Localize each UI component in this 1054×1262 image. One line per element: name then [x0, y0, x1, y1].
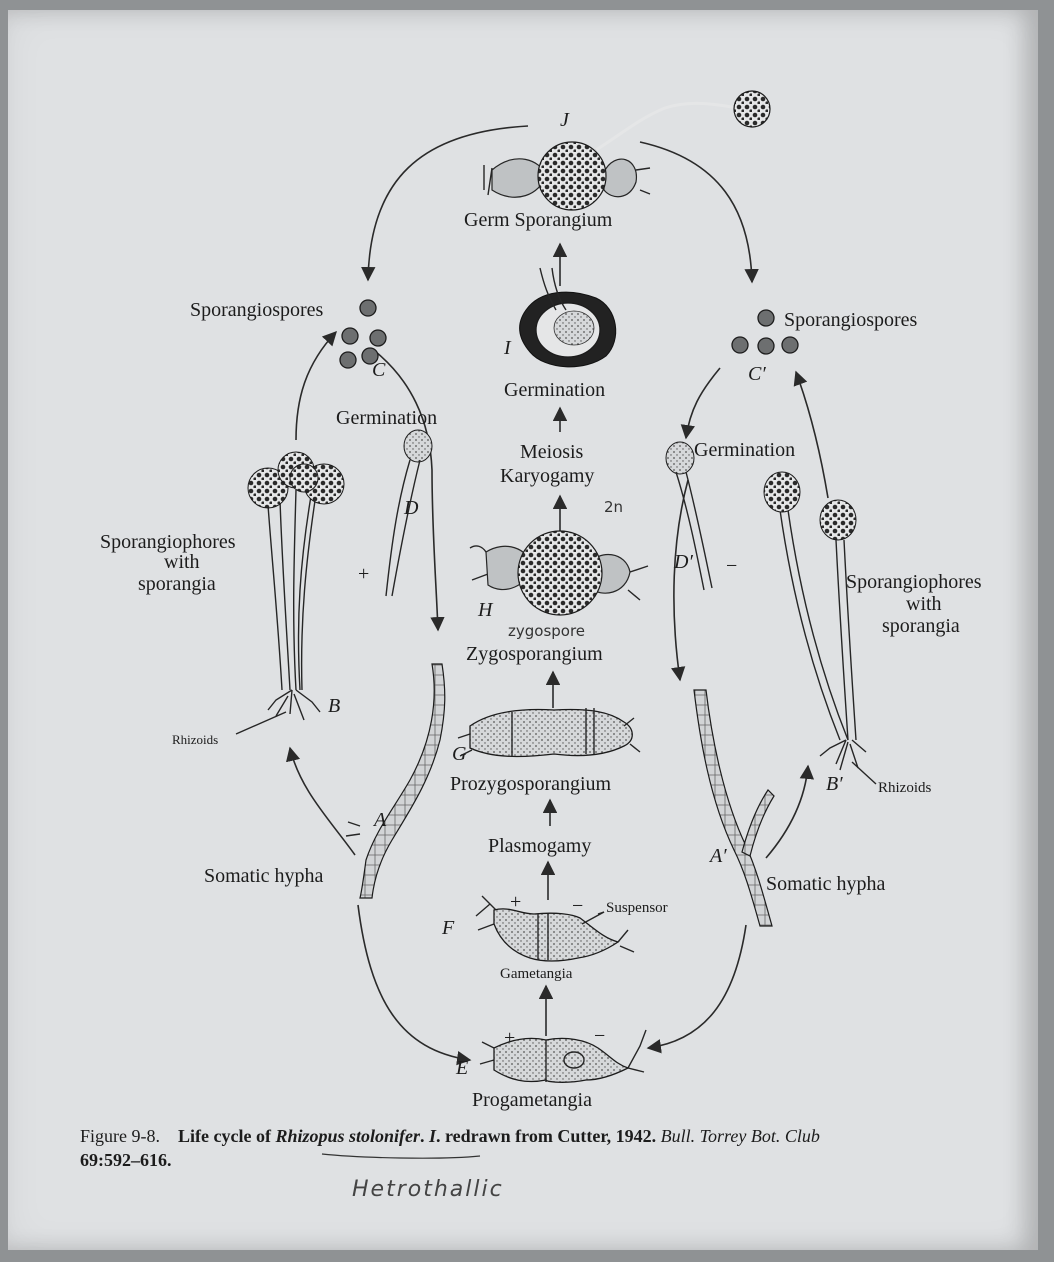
- label-plasmogamy: Plasmogamy: [488, 835, 591, 857]
- handwritten-zygospore: zygospore: [508, 622, 585, 640]
- label-germination-right: Germination: [694, 439, 795, 461]
- label-germination-left: Germination: [336, 407, 437, 429]
- label-germ-sporangium: Germ Sporangium: [464, 209, 613, 231]
- stage-letter-G: G: [452, 743, 467, 765]
- label-rhizoids-left: Rhizoids: [172, 732, 218, 747]
- germinating-zygospore-drawing: [520, 268, 616, 367]
- caption-citation: 69:592–616.: [80, 1150, 172, 1170]
- stage-letter-J: J: [560, 109, 570, 131]
- sign-F-plus: +: [510, 891, 521, 913]
- sporangiospores-left-drawing: [340, 300, 386, 368]
- label-sporangiophores-left-1: Sporangiophores: [100, 531, 236, 553]
- label-sporangiophores-right-2: with: [906, 593, 942, 615]
- label-zygosporangium: Zygosporangium: [466, 643, 603, 665]
- stage-letter-D: D: [403, 497, 419, 519]
- label-somatic-hypha-left: Somatic hypha: [204, 865, 324, 887]
- figure-caption: Figure 9-8. Life cycle of Rhizopus stolo…: [80, 1126, 820, 1202]
- stage-letter-C-prime: C′: [748, 363, 766, 385]
- stage-letter-F: F: [441, 917, 455, 939]
- label-germination-center: Germination: [504, 379, 605, 401]
- label-somatic-hypha-right: Somatic hypha: [766, 873, 886, 895]
- sign-D-plus: +: [358, 563, 369, 585]
- caption-figure-label: Figure 9-8.: [80, 1126, 160, 1146]
- stage-letter-B: B: [328, 695, 340, 717]
- caption-text-1: Life cycle of: [178, 1126, 275, 1146]
- stage-letter-A: A: [372, 809, 387, 831]
- sign-E-minus: −: [594, 1025, 605, 1047]
- label-progametangia: Progametangia: [472, 1089, 592, 1111]
- label-sporangiophores-right-1: Sporangiophores: [846, 571, 982, 593]
- label-sporangiospores-left: Sporangiospores: [190, 299, 324, 321]
- label-sporangiophores-right-3: sporangia: [882, 615, 960, 637]
- stage-letter-A-prime: A′: [708, 845, 727, 867]
- somatic-hypha-left-drawing: [346, 664, 445, 898]
- label-sporangiophores-left-2: with: [164, 551, 200, 573]
- germ-sporangium-drawing: [484, 91, 770, 210]
- stage-letter-B-prime: B′: [826, 773, 843, 795]
- label-sporangiospores-right: Sporangiospores: [784, 309, 918, 331]
- caption-text-3: . redrawn from Cutter, 1942.: [436, 1126, 661, 1146]
- caption-text-2: .: [420, 1126, 429, 1146]
- label-sporangiophores-left-3: sporangia: [138, 573, 216, 595]
- stage-letter-I: I: [503, 337, 512, 359]
- somatic-hypha-right-drawing: [694, 690, 774, 926]
- stage-letter-D-prime: D′: [673, 551, 693, 573]
- stage-letter-H: H: [477, 599, 494, 621]
- stage-letter-C: C: [372, 359, 386, 381]
- sporangiophores-left-drawing: [248, 452, 344, 720]
- caption-species: Rhizopus stolonifer: [274, 1126, 421, 1146]
- sign-D-prime-minus: −: [726, 555, 737, 577]
- label-suspensor: Suspensor: [606, 900, 668, 916]
- svg-text:Figure 9-8. Life cycle: Figure 9-8. Life cycle of Rhizopus stolo…: [80, 1126, 820, 1146]
- stage-letter-E: E: [455, 1057, 468, 1079]
- sign-F-minus: −: [572, 895, 583, 917]
- sign-E-plus: +: [504, 1027, 515, 1049]
- handwritten-heterothallic: Hetrothallic: [352, 1177, 504, 1202]
- sporangiophores-right-drawing: [764, 472, 866, 770]
- label-rhizoids-right: Rhizoids: [878, 780, 931, 796]
- handwritten-2n: 2n: [604, 498, 623, 516]
- zygosporangium-drawing: [470, 531, 648, 615]
- label-gametangia: Gametangia: [500, 966, 573, 982]
- label-prozygosporangium: Prozygosporangium: [450, 773, 612, 795]
- label-meiosis: Meiosis: [520, 441, 584, 463]
- handwritten-underline: [322, 1154, 480, 1158]
- caption-journal: Bull. Torrey Bot. Club: [661, 1126, 820, 1146]
- prozygosporangium-drawing: [458, 708, 640, 756]
- label-karyogamy: Karyogamy: [500, 465, 594, 487]
